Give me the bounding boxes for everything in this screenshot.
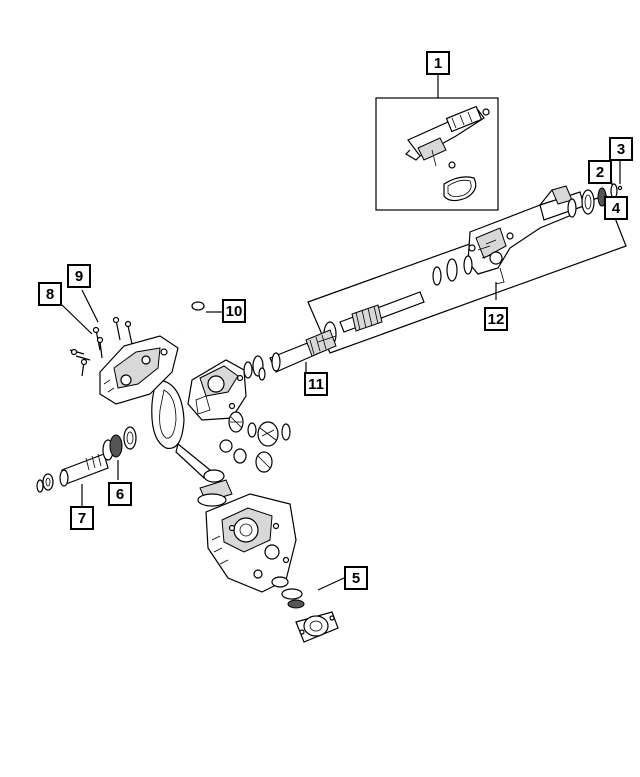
tube-seal-bearing-set xyxy=(567,160,623,218)
callout-9[interactable]: 9 xyxy=(67,264,91,288)
callout-2[interactable]: 2 xyxy=(588,160,612,184)
actuator-gasket xyxy=(443,176,477,202)
vent-hose xyxy=(180,301,222,335)
callout-7[interactable]: 7 xyxy=(70,506,94,530)
differential-gears xyxy=(219,411,291,473)
axle-shaft xyxy=(252,329,337,377)
callout-5[interactable]: 5 xyxy=(344,566,368,590)
ring-gear-and-pinion xyxy=(151,379,233,507)
output-shaft xyxy=(36,426,137,506)
cover-bolts xyxy=(61,289,133,377)
callout-3[interactable]: 3 xyxy=(609,137,633,161)
actuator-bolt xyxy=(448,161,456,169)
shift-actuator xyxy=(405,105,490,167)
callout-11[interactable]: 11 xyxy=(304,372,328,396)
callout-6[interactable]: 6 xyxy=(108,482,132,506)
callout-12[interactable]: 12 xyxy=(484,307,508,331)
callout-10[interactable]: 10 xyxy=(222,299,246,323)
carrier-housing xyxy=(205,493,297,593)
callout-1[interactable]: 1 xyxy=(426,51,450,75)
pinion-flange xyxy=(281,577,345,643)
actuator-detail-box xyxy=(375,75,499,211)
callout-8[interactable]: 8 xyxy=(38,282,62,306)
axle-tube-housing xyxy=(467,185,585,285)
differential-case xyxy=(187,359,266,421)
callout-4[interactable]: 4 xyxy=(604,196,628,220)
differential-cover xyxy=(99,335,179,405)
